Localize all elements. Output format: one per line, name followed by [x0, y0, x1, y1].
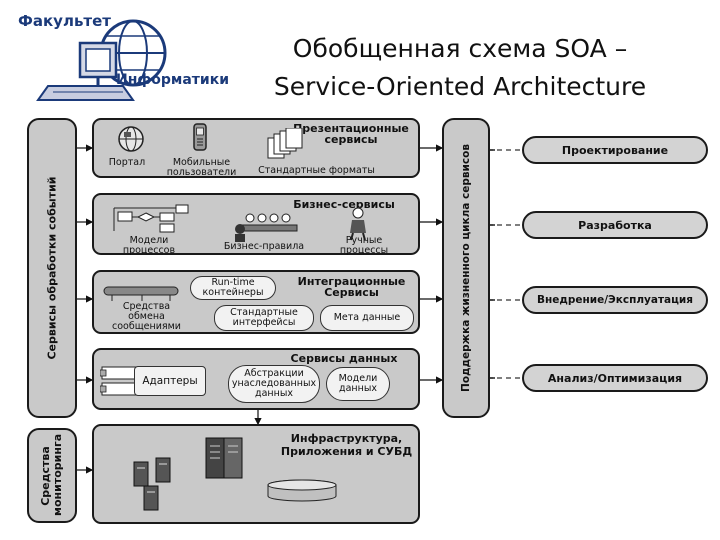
logo-line-2: Информатики [116, 72, 230, 88]
phase-analysis: Анализ/Оптимизация [522, 364, 708, 392]
data-services-panel: Сервисы данных Адаптеры Абстракции унасл… [92, 348, 420, 410]
process-model-icon [113, 204, 189, 233]
process-models-label: Модели процессов [122, 235, 176, 256]
title-line-2: Service-Oriented Architecture [273, 72, 647, 101]
runtime-containers-box: Run-time контейнеры [190, 276, 276, 300]
adapters-box: Адаптеры [134, 366, 206, 396]
presentation-title: Презентационные сервисы [293, 122, 409, 146]
integration-services-panel: Интеграционные Сервисы Run-time контейне… [92, 270, 420, 334]
phase-development: Разработка [522, 211, 708, 239]
metadata-box: Мета данные [320, 305, 414, 331]
server-towers-icon [133, 457, 171, 511]
data-title: Сервисы данных [290, 352, 398, 365]
monitoring-bar: Средства мониторинга [27, 428, 77, 523]
lifecycle-bar: Поддержка жизненного цикла сервисов [442, 118, 490, 418]
phase-deployment: Внедрение/Эксплуатация [522, 286, 708, 314]
mobile-users-label: Мобильные пользователи [166, 157, 237, 178]
logo-line-1: Факультет [18, 12, 111, 30]
manual-processes-label: Ручные процессы [339, 235, 389, 256]
standard-formats-label: Стандартные форматы [258, 165, 375, 176]
business-services-panel: Бизнес-сервисы Модели процессов Бизнес-п… [92, 193, 420, 256]
server-rack-icon [205, 437, 243, 479]
standard-interfaces-box: Стандартные интерфейсы [214, 305, 314, 331]
portal-label: Портал [108, 157, 146, 168]
portal-icon [118, 126, 144, 152]
adapter-icon [100, 366, 137, 396]
phase-design: Проектирование [522, 136, 708, 164]
database-icon [267, 479, 337, 502]
business-rules-label: Бизнес-правила [223, 241, 305, 252]
infrastructure-title: Инфраструктура, Приложения и СУБД [280, 432, 413, 458]
presentation-services-panel: Презентационные сервисы Портал Мобильные… [92, 118, 420, 178]
data-models-box: Модели данных [326, 367, 390, 401]
title-line-1: Обобщенная схема SOA – [292, 34, 628, 63]
event-services-bar: Сервисы обработки событий [27, 118, 77, 418]
meeting-people-icon [235, 213, 298, 242]
document-stack-icon [267, 128, 303, 159]
event-services-label: Сервисы обработки событий [45, 176, 59, 360]
message-bus-icon [103, 286, 179, 301]
worker-icon [350, 207, 366, 241]
infrastructure-panel: Инфраструктура, Приложения и СУБД [92, 424, 420, 524]
globe-computer-icon [36, 19, 167, 101]
faculty-logo: Факультет Информатики [8, 8, 229, 108]
page-title: Обобщенная схема SOA – Service-Oriented … [255, 30, 665, 106]
messaging-tools-label: Средства обмена сообщениями [112, 301, 181, 332]
monitoring-label: Средства мониторинга [39, 433, 64, 516]
lifecycle-label: Поддержка жизненного цикла сервисов [460, 144, 472, 392]
business-title: Бизнес-сервисы [293, 198, 395, 211]
integration-title: Интеграционные Сервисы [297, 275, 406, 299]
mobile-phone-icon [193, 123, 207, 151]
legacy-data-abstractions-box: Абстракции унаследованных данных [228, 365, 320, 403]
